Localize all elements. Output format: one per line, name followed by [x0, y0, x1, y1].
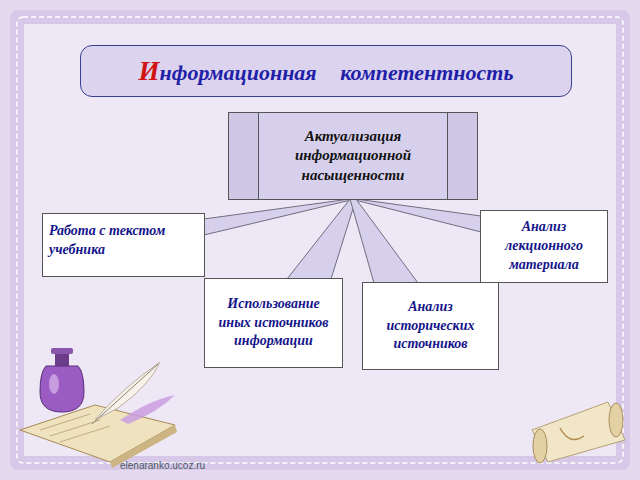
side-panel	[229, 113, 259, 199]
book-illustration	[20, 405, 177, 468]
node-label: Анализ исторических источников	[363, 294, 498, 359]
leaf-box: Анализ лекционного материала	[480, 210, 608, 283]
frame-band	[10, 10, 630, 470]
node-label: Использование иных источников информации	[205, 291, 342, 356]
ink-bottle	[40, 348, 84, 412]
scroll-illustration	[532, 402, 625, 463]
node-label: Работа с текстом учебника	[43, 214, 204, 268]
title-text: Информационная компетентность	[139, 56, 514, 87]
quill-feather	[92, 362, 175, 424]
leaf-box: Использование иных источников информации	[204, 278, 343, 368]
title-box: Информационная компетентность	[80, 45, 572, 97]
watermark: elenaranko.ucoz.ru	[120, 460, 205, 471]
frame-stitch	[17, 17, 623, 463]
node-label: Актуализация информационной насыщенности	[229, 127, 477, 186]
side-panel	[447, 113, 477, 199]
node-label: Анализ лекционного материала	[481, 214, 607, 279]
leaf-box: Анализ исторических источников	[362, 282, 499, 370]
leaf-box: Работа с текстом учебника	[42, 213, 205, 277]
wedge-connector	[287, 199, 356, 279]
main-box: Актуализация информационной насыщенности	[228, 112, 478, 200]
wedge-connector	[350, 199, 418, 283]
inner-ground	[24, 24, 616, 456]
